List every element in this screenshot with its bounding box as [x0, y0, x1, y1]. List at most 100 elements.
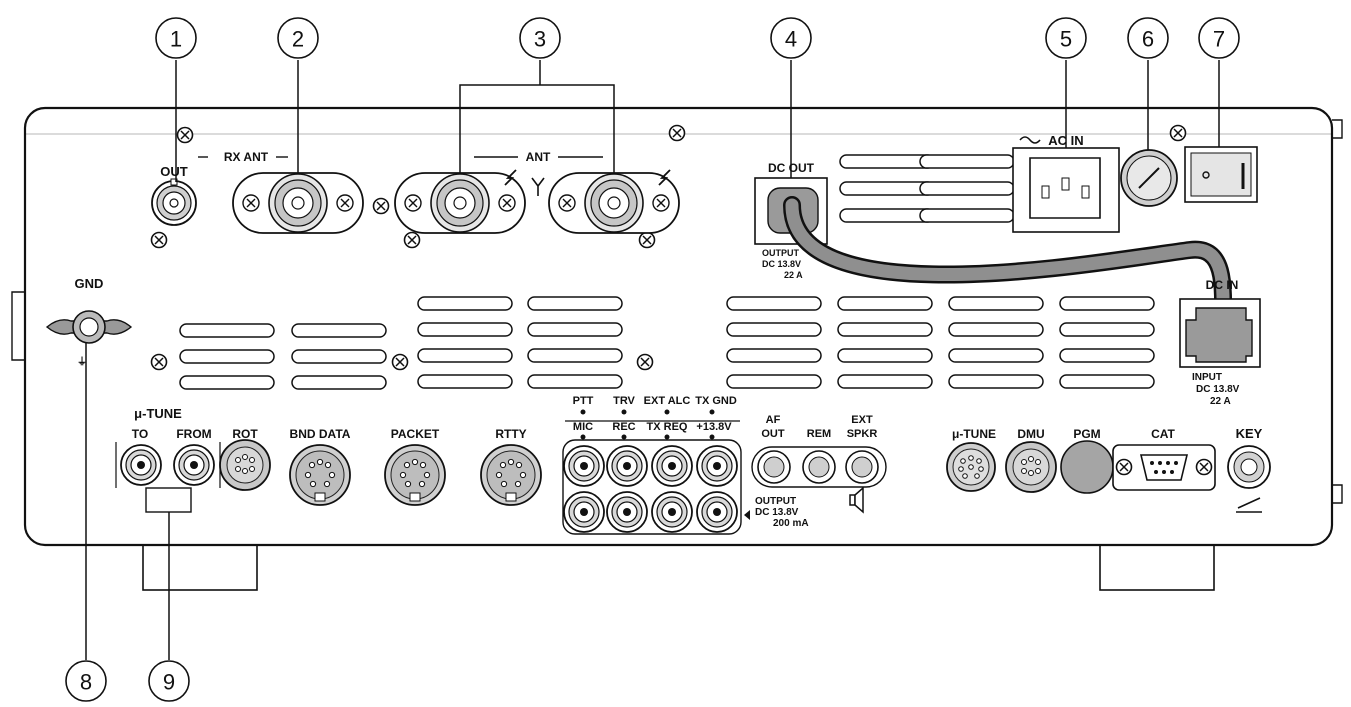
plus-13-8v-label: +13.8V [696, 421, 732, 433]
rot-label: ROT [232, 427, 258, 441]
ant-label: ANT [526, 150, 551, 164]
morse-key-icon [1236, 497, 1262, 513]
ext-spkr-jack [845, 450, 879, 484]
speaker-icon [849, 486, 864, 514]
ant-1-jack [394, 172, 526, 234]
callout-2: 2 [277, 17, 319, 59]
power-switch [1184, 146, 1258, 203]
rec-label: REC [612, 421, 635, 433]
dc-out-caption-1: OUTPUT [762, 248, 800, 258]
dc-in-caption-2: DC 13.8V [1196, 384, 1240, 395]
dc-in-label: DC IN [1206, 278, 1239, 292]
ac-wave-icon [1019, 136, 1041, 144]
pgm-label: PGM [1073, 427, 1100, 441]
tx-gnd-jack [696, 445, 738, 487]
packet-label: PACKET [391, 427, 440, 441]
key-label: KEY [1236, 426, 1263, 441]
packet-jack [384, 444, 446, 506]
af-out-label-1: AF [766, 414, 781, 426]
svg-text:9: 9 [163, 670, 175, 695]
dc-in-socket [1179, 298, 1261, 368]
output-caption-1: OUTPUT [755, 496, 796, 507]
gnd-label: GND [75, 276, 104, 291]
pgm-jack [1060, 440, 1114, 494]
rx-ant-label: RX ANT [224, 150, 269, 164]
ptt-jack [563, 445, 605, 487]
right-bottom-tab [1332, 484, 1343, 504]
left-side-bracket [11, 291, 26, 361]
ext-alc-jack [651, 445, 693, 487]
svg-text:5: 5 [1060, 27, 1072, 52]
callout-3: 3 [519, 17, 561, 59]
callout-6: 6 [1127, 17, 1169, 59]
rx-ant-out-jack [151, 178, 197, 226]
rem-label: REM [807, 428, 831, 440]
output-caption-3: 200 mA [773, 518, 809, 529]
cat-port [1112, 444, 1216, 491]
cat-label: CAT [1151, 427, 1175, 441]
right-top-tab [1332, 119, 1343, 139]
callout-7: 7 [1198, 17, 1240, 59]
leader-lines [85, 60, 1220, 660]
rx-ant-in-jack [232, 172, 364, 234]
svg-text:4: 4 [785, 27, 797, 52]
mu-tune-left-label: μ-TUNE [134, 406, 182, 421]
callout-5: 5 [1045, 17, 1087, 59]
svg-text:3: 3 [534, 27, 546, 52]
plus-13-8v-jack [696, 491, 738, 533]
dc-in-caption-1: INPUT [1192, 372, 1222, 383]
svg-text:8: 8 [80, 670, 92, 695]
ptt-label: PTT [573, 395, 594, 407]
bnd-data-jack [289, 444, 351, 506]
arrow-left-icon [744, 510, 750, 520]
svg-text:7: 7 [1213, 27, 1225, 52]
dmu-label: DMU [1017, 427, 1044, 441]
tx-gnd-label: TX GND [695, 395, 737, 407]
svg-text:2: 2 [292, 27, 304, 52]
rot-jack [219, 439, 271, 491]
svg-text:6: 6 [1142, 27, 1154, 52]
trv-jack [606, 445, 648, 487]
rtty-label: RTTY [495, 427, 526, 441]
callout-9: 9 [148, 660, 190, 702]
out-label: OUT [160, 164, 188, 179]
callout-1: 1 [155, 17, 197, 59]
tx-req-jack [651, 491, 693, 533]
af-out-jack [757, 450, 791, 484]
dc-in-caption-3: 22 A [1210, 396, 1231, 407]
dc-out-caption-3: 22 A [784, 270, 803, 280]
fuse-holder [1120, 149, 1178, 207]
mu-tune-right-jack [946, 442, 996, 492]
to-label: TO [132, 427, 148, 441]
ext-spkr-label-1: EXT [851, 414, 873, 426]
ac-in-socket [1012, 147, 1120, 233]
mu-tune-right-label: μ-TUNE [952, 427, 996, 441]
bnd-data-label: BND DATA [290, 427, 351, 441]
mu-tune-to-jack [120, 444, 162, 486]
gnd-terminal [45, 310, 133, 344]
from-label: FROM [176, 427, 211, 441]
af-out-label-2: OUT [761, 428, 785, 440]
tx-req-label: TX REQ [647, 421, 688, 433]
callout-8: 8 [65, 660, 107, 702]
key-jack [1227, 445, 1271, 489]
mu-tune-from-jack [173, 444, 215, 486]
mic-jack [563, 491, 605, 533]
rem-jack [802, 450, 836, 484]
antenna-icon [531, 177, 545, 196]
svg-text:1: 1 [170, 27, 182, 52]
ext-spkr-label-2: SPKR [847, 428, 878, 440]
ant-2-jack [548, 172, 680, 234]
ext-alc-label: EXT ALC [644, 395, 691, 407]
dc-out-caption-2: DC 13.8V [762, 259, 801, 269]
left-foot [142, 544, 258, 591]
right-foot [1099, 544, 1215, 591]
output-caption-2: DC 13.8V [755, 507, 799, 518]
lightning-icon [504, 169, 671, 186]
rtty-jack [480, 444, 542, 506]
rec-jack [606, 491, 648, 533]
trv-label: TRV [613, 395, 635, 407]
mic-label: MIC [573, 421, 593, 433]
ground-symbol-icon: ⏚ [77, 356, 87, 368]
